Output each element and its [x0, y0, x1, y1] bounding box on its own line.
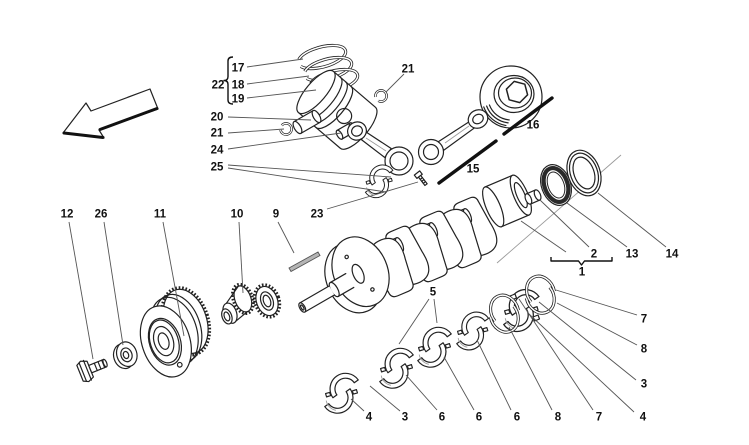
callout-10: 10 [231, 209, 244, 221]
connecting-rod-exploded [347, 121, 414, 176]
leader-line-25 [227, 167, 387, 193]
callout-15: 15 [467, 164, 480, 176]
callout-2: 2 [591, 249, 597, 261]
leader-line-14 [597, 192, 667, 248]
callout-3b: 3 [402, 412, 408, 424]
callout-11: 11 [154, 209, 167, 221]
callout-23: 23 [311, 209, 324, 221]
seal-ring [566, 149, 602, 197]
leader-line-20 [227, 116, 312, 121]
leader-line-5 [433, 298, 438, 324]
leader-line-5 [398, 298, 430, 345]
pulley-bolt [76, 358, 108, 383]
conrod-cap-bolt [413, 170, 428, 187]
callout-21a: 21 [211, 128, 224, 140]
leader-line-7b [518, 298, 594, 411]
circlip-left [279, 122, 293, 136]
callout-4b: 4 [366, 412, 373, 424]
direction-arrow [62, 88, 159, 139]
ref-line-16 [502, 96, 554, 136]
callout-25: 25 [211, 162, 224, 174]
leader-line-8 [556, 302, 638, 346]
leader-line-4 [528, 313, 635, 413]
leader-line-12 [68, 221, 94, 360]
pulley-washer [112, 341, 138, 370]
gudgeon-pin [292, 109, 322, 135]
callout-14: 14 [666, 249, 679, 261]
leader-line-21a [227, 128, 285, 134]
rear-oil-seal [539, 164, 573, 206]
leader-line-10 [238, 221, 244, 294]
callout-6c: 6 [514, 412, 520, 424]
timing-gears [221, 282, 282, 325]
leader-line-19 [246, 89, 317, 99]
callout-6b: 6 [476, 412, 482, 424]
callout-17: 17 [232, 63, 245, 75]
callout-1: 1 [579, 267, 586, 279]
callout-19: 19 [232, 94, 245, 106]
callout-21b: 21 [402, 64, 415, 76]
callout-24: 24 [211, 145, 224, 157]
leader-line-7 [555, 289, 638, 316]
callout-16: 16 [527, 120, 540, 132]
leader-line-13 [566, 202, 628, 248]
callout-7b: 7 [596, 412, 602, 424]
leader-line-24 [227, 132, 342, 150]
leader-line-3b [369, 385, 401, 412]
callout-22: 22 [212, 80, 225, 92]
leader-line-17 [246, 58, 304, 68]
callout-9: 9 [273, 209, 279, 221]
leader-line-18 [246, 75, 310, 85]
leader-line-11 [162, 221, 185, 337]
crankshaft-pulley [139, 286, 212, 378]
callout-12: 12 [61, 209, 74, 221]
leader-line-6a [405, 374, 438, 411]
callout-6a: 6 [439, 412, 445, 424]
crankshaft [288, 174, 532, 314]
leader-line-6c [476, 339, 512, 411]
callout-5: 5 [430, 287, 437, 299]
group-bracket-22 [223, 56, 234, 105]
leader-line-23 [326, 181, 419, 210]
connecting-rod-assembled [417, 109, 489, 166]
leader-line-1 [520, 220, 567, 253]
callout-8b: 8 [555, 412, 562, 424]
leader-line-26 [103, 221, 124, 346]
callout-26: 26 [95, 209, 108, 221]
woodruff-key [288, 251, 321, 273]
leader-line-6b [443, 356, 475, 411]
leader-line-8b [508, 326, 553, 411]
leader-line-21b [385, 73, 405, 93]
crankshaft-nose-shaft [298, 285, 335, 313]
callout-7: 7 [641, 314, 647, 326]
piston-assembled [479, 65, 543, 129]
ref-line-15 [437, 139, 498, 185]
pilot-bushing [524, 189, 542, 205]
callout-3: 3 [641, 379, 647, 391]
leader-line-3 [538, 301, 637, 381]
callout-8: 8 [641, 344, 648, 356]
leader-line-2 [539, 199, 590, 248]
callout-18: 18 [232, 80, 245, 92]
leader-line-4b [350, 398, 365, 412]
crankshaft-rear-flange [482, 174, 532, 228]
callout-20: 20 [211, 112, 224, 124]
callout-4: 4 [640, 412, 647, 424]
callout-13: 13 [626, 249, 639, 261]
group-bracket-1 [550, 257, 613, 266]
circlip-right [374, 89, 388, 103]
leader-line-25 [227, 164, 392, 178]
leader-line-9 [277, 221, 295, 254]
